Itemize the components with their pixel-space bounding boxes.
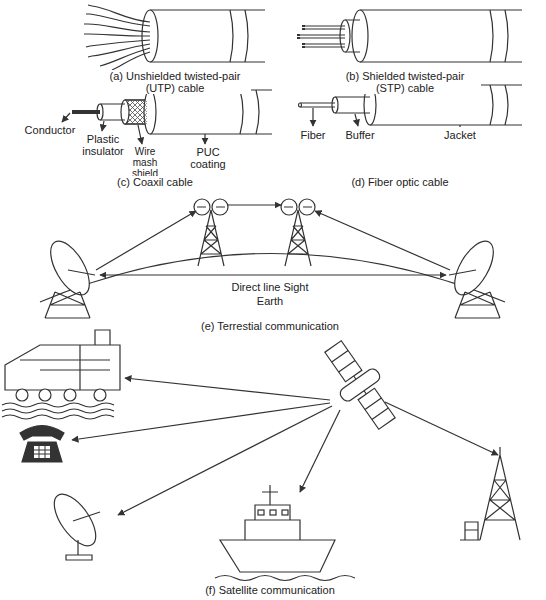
truck — [2, 330, 120, 419]
figure-caption: (e) Terrestial communication — [200, 320, 340, 332]
figure-caption: (b) Shielded twisted-pair (STP) cable — [329, 70, 481, 94]
dish-antenna — [46, 487, 103, 560]
tower — [194, 199, 228, 266]
satellite-link — [2, 330, 520, 581]
stp-cable — [297, 10, 522, 62]
figure-caption: (d) Fiber optic cable — [350, 176, 449, 188]
satellite — [315, 334, 405, 436]
figure-caption: (f) Satellite communication — [204, 584, 336, 596]
part-label: Wire mash shield — [124, 146, 166, 179]
figure-caption: (a) Unshielded twisted-pair (UTP) cable — [99, 70, 251, 94]
terrestrial-link — [40, 199, 505, 318]
part-label: Direct line Sight — [230, 281, 309, 293]
part-label: Jacket — [443, 129, 477, 141]
dish-antenna — [447, 235, 501, 318]
ship — [215, 485, 355, 581]
part-label: Conductor — [24, 124, 77, 136]
figure-caption: (c) Coaxil cable — [116, 176, 194, 188]
tower — [281, 199, 315, 266]
part-label: Buffer — [344, 129, 375, 141]
utp-cable — [84, 5, 265, 70]
dish-antenna — [43, 235, 97, 318]
part-label: Fiber — [299, 129, 326, 141]
tower — [460, 447, 520, 540]
telephone — [20, 426, 64, 463]
part-label: PUC coating — [177, 146, 239, 170]
part-label: Earth — [256, 295, 284, 307]
